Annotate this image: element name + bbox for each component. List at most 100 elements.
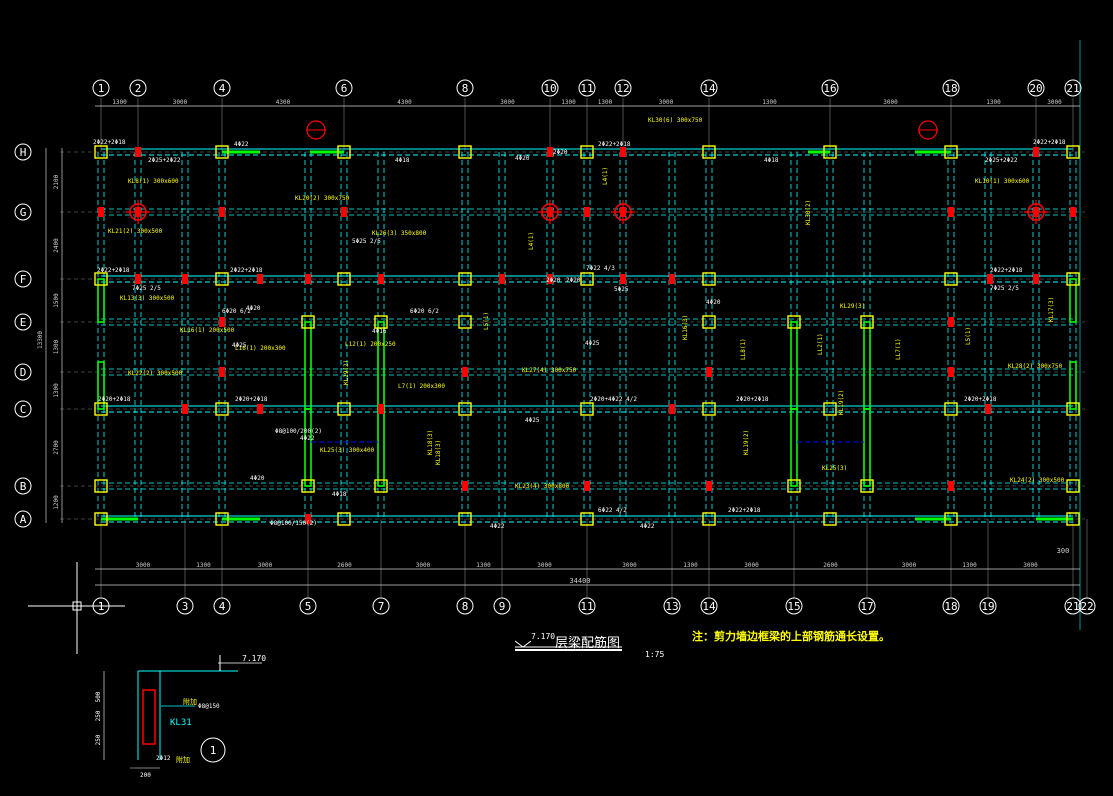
- beams: [97, 148, 1077, 523]
- shear-wall: [1069, 361, 1077, 410]
- axis-bottom-label-17: 17: [860, 600, 873, 613]
- reinforcement-label: 4Φ16: [372, 328, 387, 335]
- shear-wall: [1069, 278, 1077, 323]
- axis-top-4: [213, 79, 231, 97]
- axis-left-label-B: B: [20, 480, 27, 493]
- reinforcement-label: 2Φ20+4Φ22 4/2: [590, 396, 637, 403]
- dim-text-left: 1500: [53, 293, 60, 308]
- axis-bottom-4: [213, 597, 231, 615]
- beam-label: L5(1): [965, 327, 972, 345]
- beam-support: [669, 274, 675, 284]
- dim-text-top: 1300: [986, 99, 1001, 106]
- reinforcement-label: 6Φ20 6/2: [222, 308, 251, 315]
- reinforcement-label: 2Φ22+2Φ18: [93, 139, 126, 146]
- axis-bottom-label-5: 5: [305, 600, 312, 613]
- reinforcement-label: 4Φ25: [232, 342, 247, 349]
- reinforcement-label: 4Φ22: [640, 523, 655, 530]
- shear-wall: [863, 408, 871, 487]
- beam-support: [182, 404, 188, 414]
- columns: [94, 145, 1080, 526]
- shear-wall: [97, 361, 105, 410]
- column: [94, 402, 108, 416]
- detail-dim: 250: [95, 710, 102, 721]
- axis-bottom-9: [493, 597, 511, 615]
- reinforcement-label: 2Φ20+2Φ18: [98, 396, 131, 403]
- detail-bottom-label: 2Φ12: [156, 755, 171, 762]
- reinforcement-label: 2Φ22+2Φ18: [230, 267, 263, 274]
- beam-label: L5(1): [483, 312, 490, 330]
- beam-support: [305, 514, 311, 524]
- dim-text-bottom: 2600: [337, 562, 352, 569]
- dim-text-bottom: 1300: [683, 562, 698, 569]
- beam-support: [135, 147, 141, 157]
- dim-text-bottom: 3000: [416, 562, 431, 569]
- beam-support: [182, 274, 188, 284]
- axis-left-B: [14, 477, 32, 495]
- axis-bottom-3: [176, 597, 194, 615]
- drawing-elevation: 7.170: [531, 632, 556, 641]
- axis-bottom-label-4: 4: [219, 600, 226, 613]
- dim-text-top: 3000: [659, 99, 674, 106]
- beam-support: [378, 274, 384, 284]
- axis-top-label-1: 1: [98, 82, 105, 95]
- dim-text-left: 2700: [53, 440, 60, 455]
- detail-added-bars: 附加: [183, 697, 197, 706]
- axis-bottom-18: [942, 597, 960, 615]
- dim-text-top: 3000: [173, 99, 188, 106]
- reinforcement-label: 5Φ25: [614, 286, 629, 293]
- beam-label: KL21(2) 300x500: [108, 228, 163, 235]
- beam-label: KL19(2): [743, 430, 750, 455]
- dim-text-bottom: 3000: [258, 562, 273, 569]
- reinforcement-label: 4Φ20: [706, 299, 721, 306]
- shear-wall: [790, 321, 798, 410]
- dim-text-left: 2100: [53, 174, 60, 189]
- axis-bottom-21: [1064, 597, 1082, 615]
- beam-support: [462, 481, 468, 491]
- column: [944, 402, 958, 416]
- grid-lines: [60, 98, 1088, 598]
- axis-bottom-19: [979, 597, 997, 615]
- beam-support: [706, 367, 712, 377]
- beam-support: [219, 367, 225, 377]
- detail-dim: 250: [95, 734, 102, 745]
- column: [823, 512, 837, 526]
- axis-top-8: [456, 79, 474, 97]
- dim-text-top: 1300: [762, 99, 777, 106]
- reinforcement-label: 6Φ20 6/2: [410, 308, 439, 315]
- axis-bottom-14: [700, 597, 718, 615]
- reinforcement-label: 2Φ20: [566, 277, 581, 284]
- dim-text-bottom: 1300: [196, 562, 211, 569]
- axis-bottom-17: [858, 597, 876, 615]
- detail-stirrup-label: Φ8@150: [198, 703, 220, 710]
- axis-top-21: [1064, 79, 1082, 97]
- drawing-scale: 1:75: [645, 650, 665, 659]
- column: [580, 512, 594, 526]
- beam-support: [948, 317, 954, 327]
- detail-stirrup: [142, 689, 156, 745]
- beam-support: [987, 274, 993, 284]
- beam-support: [219, 317, 225, 327]
- axis-bottom-label-8: 8: [462, 600, 469, 613]
- beam-label: KL17(3): [1048, 297, 1055, 322]
- axis-bottom-label-21: 21: [1066, 600, 1079, 613]
- column: [1066, 402, 1080, 416]
- beam-supports: [98, 120, 1076, 524]
- beam-support: [620, 147, 626, 157]
- beam-label: KL22(2) 300x500: [128, 370, 183, 377]
- column: [580, 402, 594, 416]
- reinforcement-label: 5Φ25 2/5: [352, 238, 381, 245]
- column: [458, 145, 472, 159]
- axis-bottom-5: [299, 597, 317, 615]
- column: [1066, 512, 1080, 526]
- beam-support: [341, 207, 347, 217]
- column: [374, 479, 388, 493]
- column: [702, 512, 716, 526]
- axis-top-12: [614, 79, 632, 97]
- beam-label: KL27(4) 300x750: [522, 367, 577, 374]
- dim-text-left: 1200: [53, 495, 60, 510]
- beam-label: KL26(3) 350x800: [372, 230, 427, 237]
- reinforcement-label: 4Φ20: [515, 155, 530, 162]
- column: [215, 402, 229, 416]
- axis-top-label-20: 20: [1029, 82, 1042, 95]
- column: [702, 145, 716, 159]
